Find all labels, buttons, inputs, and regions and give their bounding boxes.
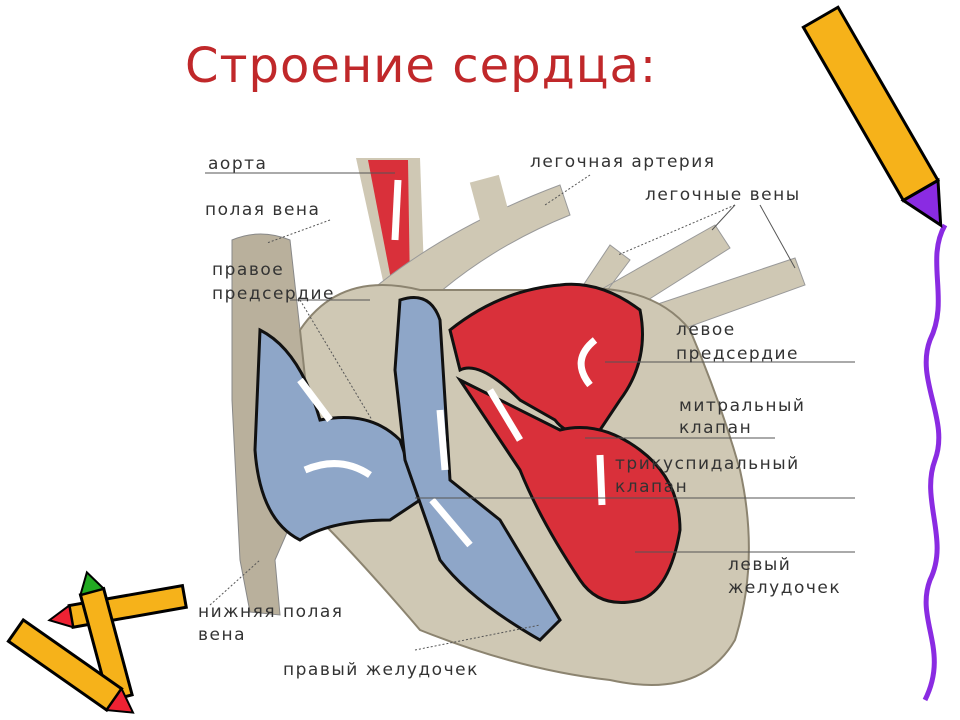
label-mitral-1: митральный bbox=[679, 396, 806, 416]
label-left-atrium-1: левое bbox=[676, 320, 736, 340]
left-atrium bbox=[448, 282, 644, 435]
label-inferior-vena-cava-2: вена bbox=[198, 625, 247, 645]
leader-lines bbox=[205, 172, 855, 651]
label-right-atrium-1: правое bbox=[212, 260, 285, 280]
label-left-atrium-2: предсердие bbox=[676, 344, 799, 364]
label-left-ventricle-2: желудочек bbox=[728, 578, 842, 598]
label-tricuspid-1: трикуспидальный bbox=[615, 454, 800, 474]
label-aorta: аорта bbox=[208, 154, 268, 174]
label-inferior-vena-cava-1: нижняя полая bbox=[198, 602, 344, 622]
pencil-icon bbox=[801, 5, 943, 228]
right-ventricle bbox=[393, 296, 562, 642]
label-mitral-2: клапан bbox=[679, 418, 753, 438]
label-vena-cava: полая вена bbox=[205, 200, 321, 220]
decorative-border bbox=[922, 223, 948, 702]
label-pulmonary-artery: легочная артерия bbox=[530, 152, 716, 172]
label-right-ventricle: правый желудочек bbox=[283, 660, 479, 680]
label-tricuspid-2: клапан bbox=[615, 477, 689, 497]
label-right-atrium-2: предсердие bbox=[212, 284, 335, 304]
slide-title: Строение сердца: bbox=[185, 38, 658, 94]
label-pulmonary-veins: легочные вены bbox=[645, 185, 801, 205]
pencils-icon bbox=[6, 570, 188, 714]
flow-arrows bbox=[297, 179, 606, 548]
label-left-ventricle-1: левый bbox=[728, 555, 792, 575]
